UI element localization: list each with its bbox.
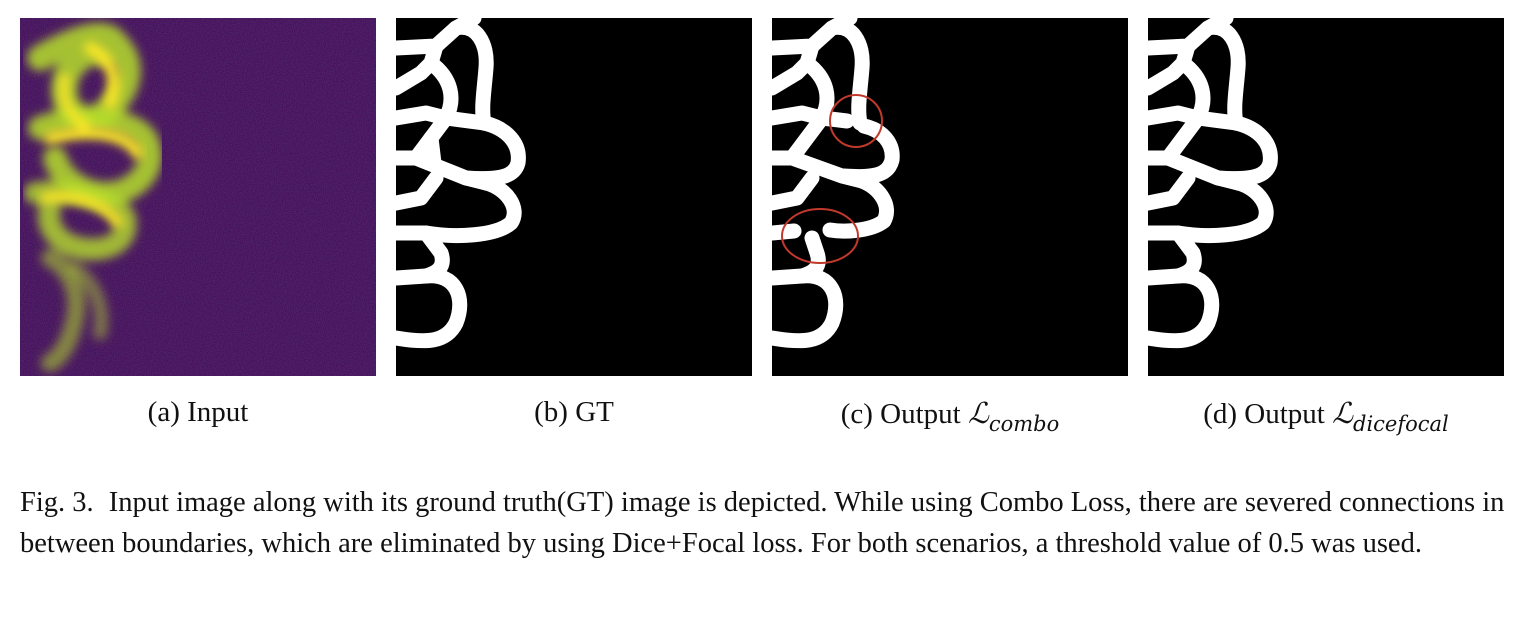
caption-gt-label: (b) GT (534, 396, 614, 428)
caption-output-combo: (c) Output ℒcombo (772, 396, 1128, 436)
caption-input: (a) Input (20, 396, 376, 429)
input-image-panel (20, 18, 376, 376)
loss-script-l: ℒ (967, 396, 989, 430)
loss-subscript-combo: combo (988, 412, 1060, 436)
output-combo-panel (772, 18, 1128, 376)
severed-connection-circle-1 (829, 94, 883, 148)
figure-caption: Fig. 3. Input image along with its groun… (20, 482, 1515, 564)
caption-output-dicefocal: (d) Output ℒdicefocal (1148, 396, 1504, 436)
ground-truth-mask (396, 18, 752, 376)
caption-combo-label: (c) Output (840, 398, 961, 430)
loss-subscript-dicefocal: dicefocal (1353, 412, 1449, 436)
loss-script-l: ℒ (1332, 396, 1353, 430)
figure-caption-text: Input image along with its ground truth(… (20, 487, 1505, 559)
input-image (20, 18, 376, 376)
ground-truth-panel (396, 18, 752, 376)
figure-caption-label: Fig. 3. (20, 487, 94, 518)
loss-symbol-combo: ℒcombo (967, 396, 1059, 436)
severed-connection-circle-2 (781, 208, 859, 264)
output-dicefocal-panel (1148, 18, 1504, 376)
caption-gt: (b) GT (396, 396, 752, 429)
output-dicefocal-mask (1148, 18, 1504, 376)
caption-dicefocal-label: (d) Output (1203, 398, 1325, 430)
output-combo-mask (772, 18, 1128, 376)
caption-input-label: (a) Input (147, 396, 249, 428)
loss-symbol-dicefocal: ℒdicefocal (1332, 396, 1449, 436)
